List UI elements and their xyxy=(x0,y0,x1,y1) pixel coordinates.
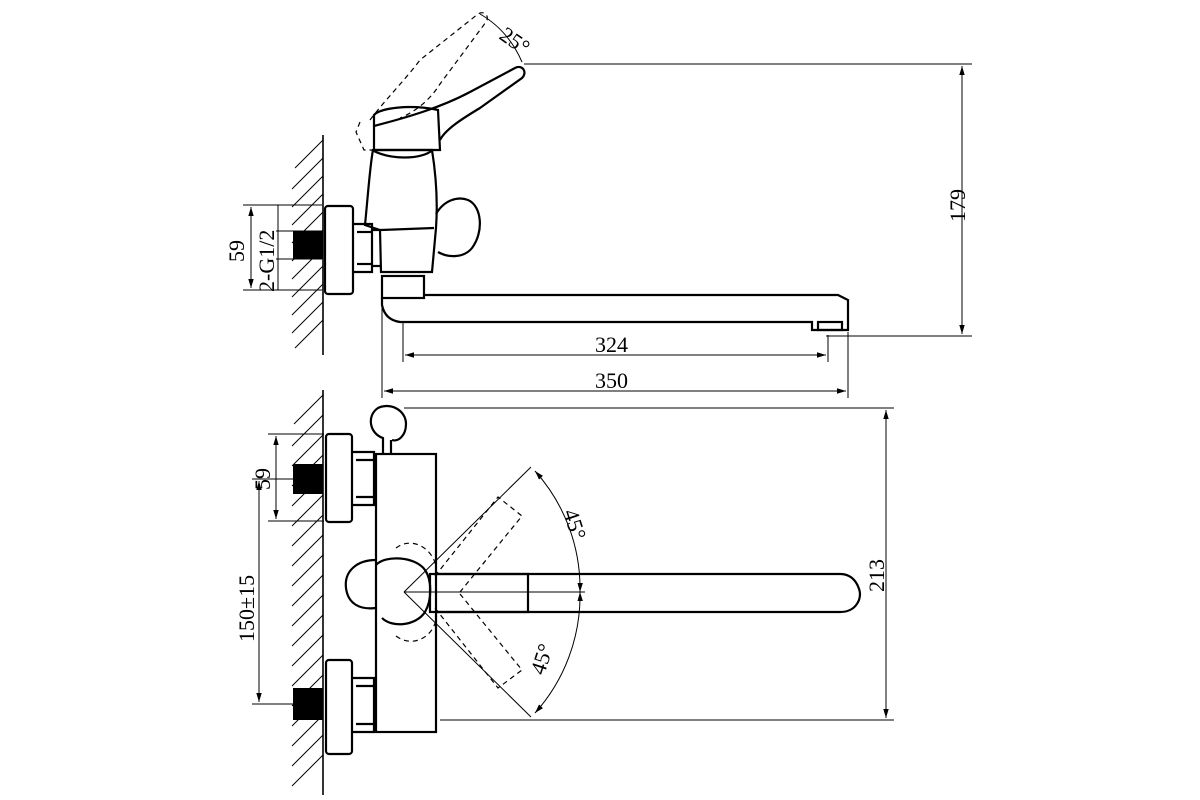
top-view: 45° 45° 59 150±15 213 xyxy=(234,390,894,795)
angle-label-upper: 45° xyxy=(558,506,591,543)
depth-label: 213 xyxy=(864,559,889,592)
lever-angle-label: 25° xyxy=(495,22,535,60)
eccentric-connector-side xyxy=(293,231,323,259)
hand-shower-hook xyxy=(369,404,408,454)
thread-label: 2-G1/2 xyxy=(254,230,279,292)
handle-top-upper-position xyxy=(434,496,523,593)
aerator xyxy=(816,320,844,332)
diverter-knob-side xyxy=(435,197,481,258)
side-view: 25° 179 59 2-G1/2 324 350 xyxy=(224,12,972,398)
inlet-width-label-top: 59 xyxy=(224,240,249,262)
handle-top-lower-position xyxy=(434,593,523,689)
eccentric-connector-lower xyxy=(293,658,376,756)
lever-angle-arc xyxy=(479,13,523,63)
spout-top xyxy=(436,572,862,614)
eccentric-connector-upper xyxy=(293,432,376,524)
cartridge-head-side xyxy=(372,105,442,152)
faucet-body-side xyxy=(363,148,438,274)
angle-arc-upper xyxy=(534,470,583,593)
reach-inner-label: 324 xyxy=(595,332,628,357)
height-dim-label: 179 xyxy=(945,189,970,222)
angle-line-upper xyxy=(403,466,532,593)
spout-side xyxy=(380,293,850,332)
spout-base xyxy=(380,274,426,300)
handle-top xyxy=(344,558,377,610)
center-distance-label: 150±15 xyxy=(234,575,259,642)
angle-line-lower xyxy=(403,591,532,718)
wall-hatch-bottom xyxy=(291,390,324,795)
connector-nut-side xyxy=(353,222,380,274)
reach-outer-label: 350 xyxy=(595,368,628,393)
angle-arc-lower xyxy=(534,591,583,714)
lever-side xyxy=(373,65,526,141)
wall-flange-side xyxy=(323,204,355,296)
angle-label-lower: 45° xyxy=(525,641,558,678)
lever-side-lifted xyxy=(369,12,488,121)
faucet-body-top xyxy=(374,452,438,734)
